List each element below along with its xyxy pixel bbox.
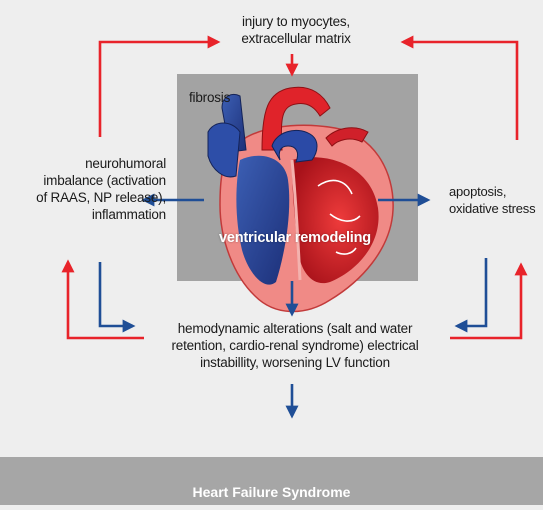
fibrosis-label: fibrosis — [189, 89, 249, 106]
ventricular-remodeling-label: ventricular remodeling — [175, 230, 415, 247]
red-arrow-right-top — [403, 42, 517, 140]
blue-arrow-left-bottom — [100, 262, 133, 326]
blue-arrow-right-bottom — [457, 258, 486, 326]
node-bottom-label: hemodynamic alterations (salt and water … — [150, 320, 440, 371]
node-top-label: injury to myocytes, extracellular matrix — [196, 13, 396, 47]
node-left-label: neurohumoral imbalance (activation of RA… — [0, 155, 166, 223]
footer-title: Heart Failure Syndrome — [0, 484, 543, 500]
node-right-label: apoptosis, oxidative stress — [449, 183, 543, 217]
